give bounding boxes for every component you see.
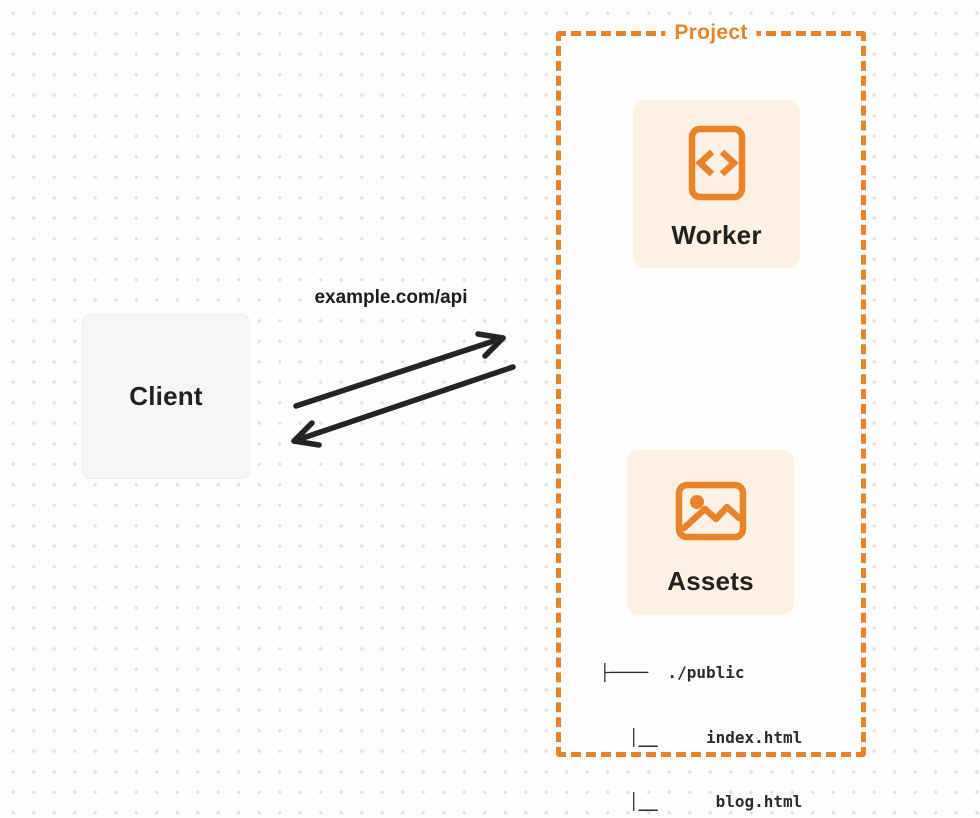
client-label: Client	[129, 381, 203, 411]
file-tree-line: │__ index.html	[600, 727, 803, 747]
project-label: Project	[665, 21, 757, 45]
worker-label: Worker	[671, 220, 762, 250]
file-tree: ├──── ./public │__ index.html │__ blog.h…	[600, 619, 802, 818]
response-arrow	[291, 364, 516, 448]
project-container: Project Worker Assets ├──── ./public │__…	[556, 21, 866, 811]
file-tree-line: ├──── ./public	[600, 663, 745, 682]
image-icon	[675, 481, 746, 541]
file-tree-line: │__ blog.html	[600, 792, 803, 811]
request-url-label: example.com/api	[314, 287, 468, 308]
code-document-icon	[688, 125, 745, 201]
assets-node: Assets	[627, 450, 794, 615]
client-node: Client	[82, 314, 250, 479]
assets-label: Assets	[667, 566, 754, 596]
worker-node: Worker	[633, 100, 800, 268]
request-arrow	[293, 331, 506, 409]
